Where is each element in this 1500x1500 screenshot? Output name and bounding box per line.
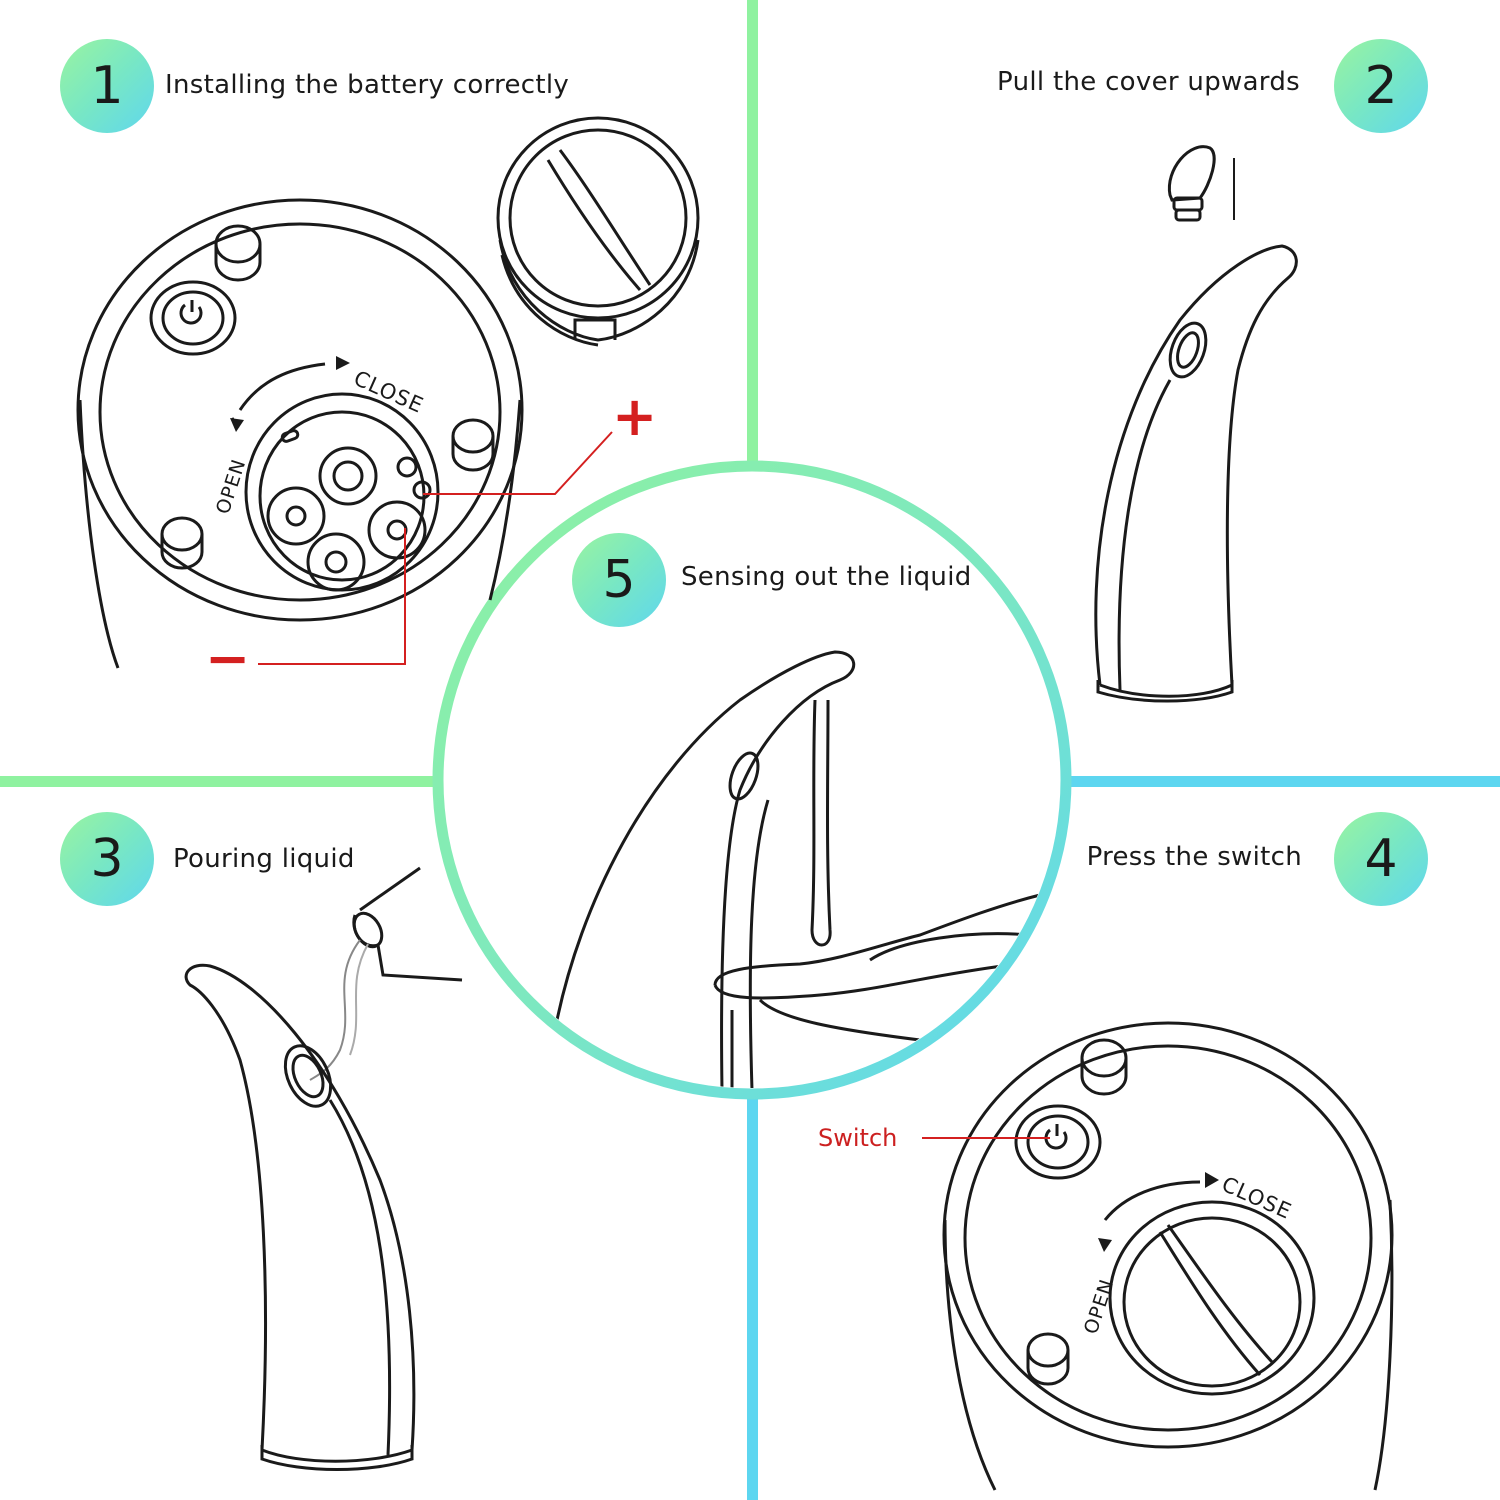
plus-sign: +	[612, 385, 658, 448]
divider-right-horizontal	[1065, 776, 1500, 787]
step-5-number: 5	[602, 550, 636, 610]
step-5-title: Sensing out the liquid	[681, 562, 972, 592]
step-2-number: 2	[1364, 56, 1398, 116]
step-3-badge: 3	[60, 812, 154, 906]
step-1-badge: 1	[60, 39, 154, 133]
step-1-title: Installing the battery correctly	[165, 70, 570, 100]
divider-bottom-vertical	[747, 1095, 758, 1500]
step-4-number: 4	[1364, 829, 1398, 889]
step-5-badge: 5	[572, 533, 666, 627]
step-4-title: Press the switch	[1086, 842, 1302, 872]
step-2-badge: 2	[1334, 39, 1428, 133]
step-3-number: 3	[90, 829, 124, 889]
switch-callout-label: Switch	[818, 1124, 898, 1152]
step-1-number: 1	[90, 56, 124, 116]
divider-top-vertical	[747, 0, 758, 470]
step-3-title: Pouring liquid	[173, 844, 355, 874]
minus-sign: −	[205, 627, 251, 690]
divider-left-horizontal	[0, 776, 440, 787]
step-2-title: Pull the cover upwards	[997, 67, 1300, 97]
step-4-badge: 4	[1334, 812, 1428, 906]
